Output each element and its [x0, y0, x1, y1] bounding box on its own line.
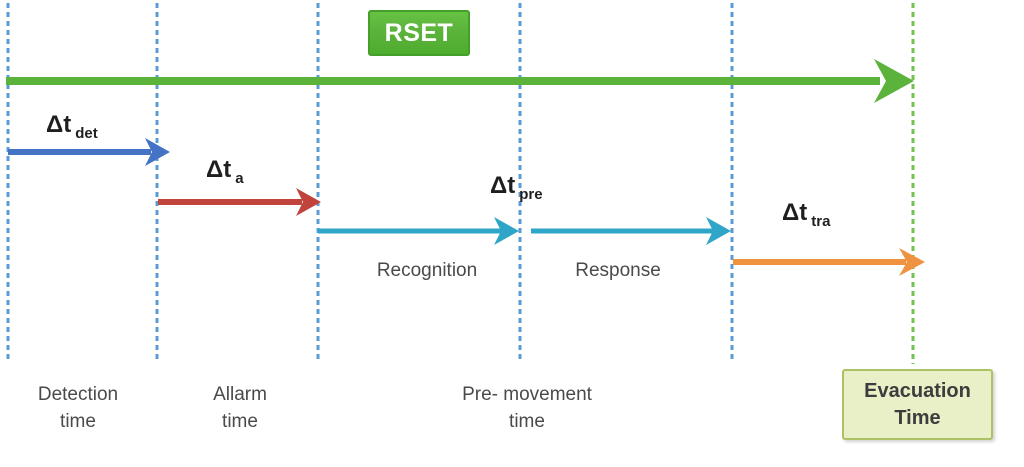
delta-t-a-label: Δt a	[206, 156, 244, 187]
delta-t-tra-symbol: Δt	[782, 199, 808, 226]
detection-arrow	[8, 138, 170, 166]
alarm-time-label: Allarm time	[165, 381, 315, 435]
detection-time-line2: time	[60, 411, 96, 432]
alarm-time-line2: time	[222, 411, 258, 432]
response-arrow	[531, 217, 731, 245]
response-label: Response	[575, 260, 661, 281]
recognition-label: Recognition	[376, 260, 478, 281]
delta-t-pre-symbol: Δt	[490, 172, 516, 199]
travel-arrow	[733, 248, 925, 276]
premovement-time-line1: Pre- movement	[462, 384, 592, 405]
alarm-time-line1: Allarm	[213, 384, 267, 405]
evacuation-time-line2: Time	[894, 406, 941, 429]
delta-t-a-subscript: a	[235, 170, 244, 187]
delta-t-det-label: Δt det	[46, 111, 98, 142]
delta-t-a-symbol: Δt	[206, 156, 232, 183]
evacuation-time-line1: Evacuation	[864, 379, 971, 402]
delta-t-tra-subscript: tra	[811, 213, 831, 230]
premovement-time-line2: time	[509, 411, 545, 432]
delta-t-det-subscript: det	[75, 125, 98, 142]
delta-t-det-symbol: Δt	[46, 111, 72, 138]
delta-t-pre-label: Δt pre	[490, 172, 543, 203]
recognition-arrow	[318, 217, 519, 245]
detection-time-line1: Detection	[37, 384, 119, 405]
delta-t-tra-label: Δt tra	[782, 199, 831, 230]
detection-time-label: Detection time	[3, 381, 153, 435]
alarm-arrow	[158, 188, 321, 216]
rset-arrow	[6, 59, 914, 103]
evacuation-time-box: Evacuation Time	[842, 369, 993, 440]
premovement-time-label: Pre- movement time	[427, 381, 627, 435]
rset-title-box: RSET	[368, 10, 470, 56]
delta-t-pre-subscript: pre	[519, 186, 543, 203]
rset-title-label: RSET	[384, 18, 454, 47]
